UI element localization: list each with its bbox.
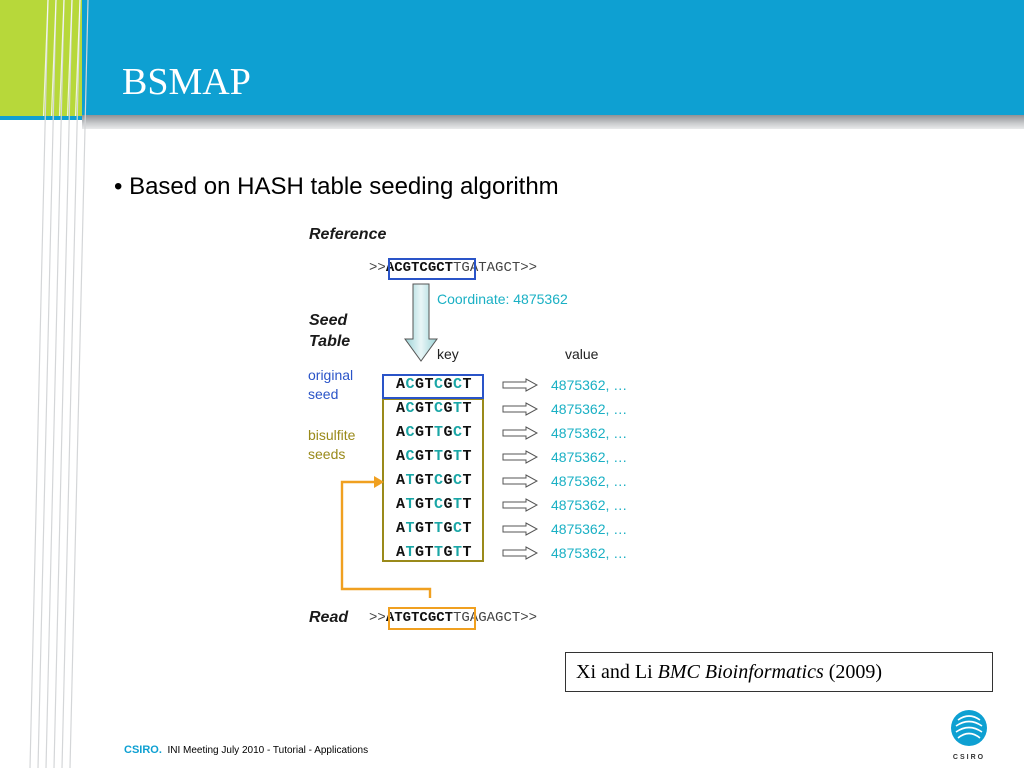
slide-title: BSMAP (122, 61, 251, 103)
seed-value-2: 4875362, … (551, 401, 628, 417)
right-arrow-icon (502, 522, 538, 536)
read-seed-box (388, 607, 476, 630)
read-seed: ATGTCGCT (385, 610, 454, 626)
bullet-text: Based on HASH table seeding algorithm (129, 173, 559, 200)
csiro-logo: CSIRO (946, 708, 992, 761)
seed-key-1: ACGTCGCT (395, 376, 473, 393)
right-arrow-icon (502, 402, 538, 416)
key-header: key (437, 346, 459, 362)
header-shadow-bar (82, 115, 1024, 129)
original-seed-label: original seed (308, 367, 354, 402)
right-arrow-icon (502, 426, 538, 440)
seed-key-4: ACGTTGTT (395, 448, 473, 465)
seed-key-3: ACGTTGCT (395, 424, 473, 441)
footer-brand: CSIRO. (124, 744, 162, 756)
reference-seed: ACGTCGCT (385, 260, 454, 276)
citation-journal: BMC Bioinformatics (657, 661, 824, 683)
right-arrow-icon (502, 474, 538, 488)
slide-header-band (0, 0, 1024, 120)
right-arrow-icon (502, 378, 538, 392)
reference-label: Reference (309, 226, 387, 243)
bisulfite-seeds-box (382, 398, 484, 562)
right-arrow-icon (502, 450, 538, 464)
reference-seed-box (388, 258, 476, 280)
down-arrow-icon (404, 283, 438, 362)
bullet-marker: • (114, 173, 130, 200)
footer: CSIRO. INI Meeting July 2010 - Tutorial … (124, 744, 368, 756)
seed-key-5: ATGTCGCT (395, 472, 473, 489)
bullet-point: • Based on HASH table seeding algorithm (114, 172, 559, 202)
seed-value-6: 4875362, … (551, 497, 628, 513)
read-connector (340, 476, 432, 598)
value-header: value (565, 346, 599, 362)
coordinate-label: Coordinate: 4875362 (437, 291, 568, 307)
footer-text: INI Meeting July 2010 - Tutorial - Appli… (167, 745, 369, 756)
seed-value-7: 4875362, … (551, 521, 628, 537)
seed-value-1: 4875362, … (551, 377, 628, 393)
right-arrow-icon (502, 498, 538, 512)
seed-key-7: ATGTTGCT (395, 520, 473, 537)
seed-value-4: 4875362, … (551, 449, 628, 465)
csiro-logo-icon (951, 710, 987, 746)
seed-table-label: Seed Table (309, 312, 351, 350)
decorative-stripes (29, 0, 89, 768)
citation-box: Xi and Li BMC Bioinformatics (2009) (565, 652, 993, 692)
right-arrow-icon (502, 546, 538, 560)
seed-key-8: ATGTTGTT (395, 544, 473, 561)
seed-value-3: 4875362, … (551, 425, 628, 441)
csiro-logo-text: CSIRO (952, 754, 986, 761)
seed-key-6: ATGTCGTT (395, 496, 473, 513)
bisulfite-seeds-label: bisulfite seeds (308, 427, 356, 462)
seed-value-8: 4875362, … (551, 545, 628, 561)
seed-key-2: ACGTCGTT (395, 400, 473, 417)
read-label: Read (309, 609, 349, 626)
seed-value-5: 4875362, … (551, 473, 628, 489)
original-seed-box (382, 374, 484, 399)
